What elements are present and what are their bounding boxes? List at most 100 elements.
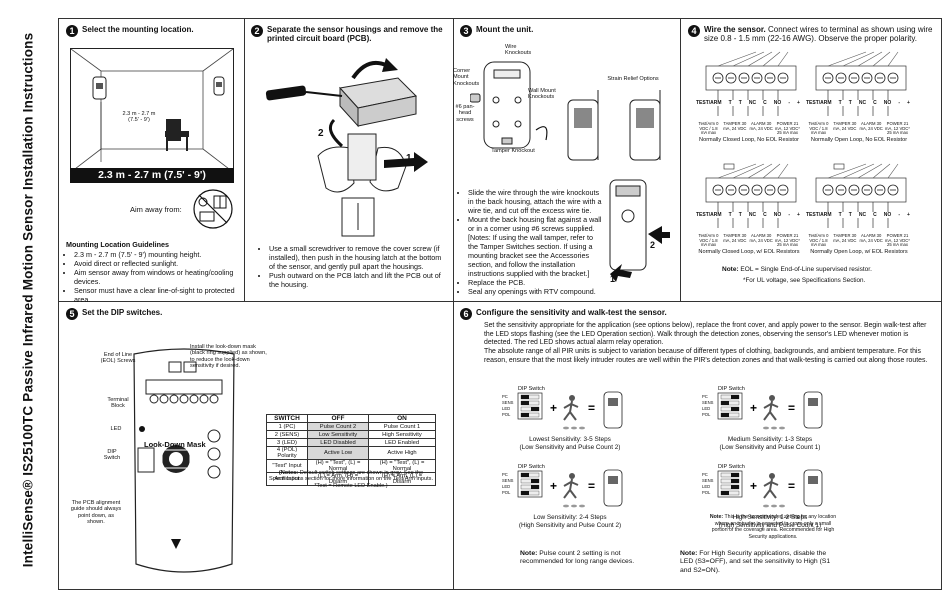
step-title: Set the DIP switches. [82, 308, 163, 317]
dip-row-label: PC [702, 394, 708, 399]
resistor-icon [833, 163, 845, 170]
sensor-icon [213, 76, 225, 96]
step-number: 1 [66, 25, 78, 37]
sensor-icon [803, 391, 823, 429]
terminal-label: T [838, 212, 842, 218]
step-2-bullets: Use a small screwdriver to remove the co… [261, 244, 448, 289]
dip-label: DIP Switch [103, 449, 121, 462]
terminal-label: NC [748, 212, 757, 218]
dip-toggle [731, 473, 739, 477]
terminal-rating: Test/Arm 0 VDC / 1.8 mA max [808, 233, 829, 248]
chair-icon [165, 119, 189, 151]
guideline-item: Avoid direct or reflected sunlight. [74, 259, 244, 268]
back-housing-icon [483, 61, 531, 149]
sensor-icon [603, 391, 623, 429]
terminal-label: T [738, 100, 742, 106]
note-label: Note: [680, 550, 698, 557]
sensitivity-caption: Lowest Sensitivity: 3-5 Steps(Low Sensit… [500, 436, 640, 451]
terminal-block [145, 379, 223, 395]
table-cell: Active Low [307, 446, 369, 460]
table-header: OFF [307, 414, 369, 423]
pcb-diagram [133, 348, 235, 573]
pcb-icon [609, 179, 647, 271]
dip-row-label: POL [502, 412, 511, 417]
bullet-item: Push outward on the PCB latch and lift t… [269, 271, 448, 289]
caption-line: (High Sensitivity and Pulse Count 2) [518, 521, 622, 529]
caption-line: (Low Sensitivity and Pulse Count 1) [719, 443, 821, 451]
step-1-heading: 1 Select the mounting location. [66, 25, 241, 37]
dip-toggle [731, 485, 739, 489]
dip-row-label: SENS [502, 478, 514, 483]
table-cell: Pulse Count 2 [307, 422, 369, 431]
arrow-icon [351, 58, 398, 80]
table-cell: 4 (POL) Polarity [266, 446, 308, 460]
dip-toggle [531, 485, 539, 489]
plus-icon: + [550, 479, 557, 493]
terminal-rating: Test/Arm 0 VDC / 1.8 mA max [698, 121, 719, 136]
table-cell: High Sensitivity [368, 430, 436, 439]
callout-2: 2 [650, 240, 656, 250]
equals-icon: = [588, 401, 595, 415]
dip-toggle [721, 401, 729, 405]
corner-mount-label: Corner Mount Knockouts [453, 68, 480, 87]
terminal-label: NC [858, 100, 867, 106]
step-title-rest: Connect wires to terminal as shown using… [704, 25, 933, 43]
walking-person-icon [563, 473, 579, 499]
divider [244, 18, 245, 301]
screw-icon [470, 93, 481, 103]
pcb-replace-illustration [609, 179, 670, 282]
window-icon [213, 195, 227, 209]
pcb-alignment-note: The PCB alignment guide should always po… [70, 500, 122, 526]
tamper-knockout-label: Tamper Knockout [491, 148, 535, 154]
walking-person-icon [763, 395, 779, 421]
sensitivity-graphic: += [517, 469, 623, 508]
terminal-label: C [873, 212, 877, 218]
terminal-label: + [797, 100, 800, 106]
step-title: Select the mounting location. [82, 25, 194, 34]
document-title: IntelliSense® IS25100TC Passive Infrared… [20, 32, 36, 568]
footsteps-icon [763, 426, 785, 430]
terminal-rating: Test/Arm 0 VDC / 1.8 mA max [808, 121, 829, 136]
heater-icon [199, 211, 215, 222]
pulse-count-note: Note: Pulse count 2 setting is not recom… [520, 550, 640, 567]
terminal-label: NO [773, 100, 782, 106]
screws-label: #6 pan-head screws [455, 104, 475, 123]
terminal-rating: ALARM 30 mA, 24 VDC [749, 121, 773, 131]
terminal-label: - [788, 100, 790, 106]
arrow-icon [610, 264, 632, 282]
step-2-heading: 2 Separate the sensor housings and remov… [251, 25, 447, 43]
caption-line: (Low Sensitivity and Pulse Count 2) [519, 443, 621, 451]
table-cell: (H) = Arm, (L) = Disarm [368, 472, 436, 486]
panel-frame [58, 18, 942, 590]
wiring-schematic [815, 163, 907, 228]
dip-toggle [721, 413, 729, 417]
terminal-label: TEST/ARM [806, 100, 832, 106]
table-cell: 3 (LED) [266, 438, 308, 447]
terminal-label: TEST/ARM [696, 212, 722, 218]
sensor-mounted-icon [567, 90, 661, 161]
dip-switch-icon [137, 447, 155, 473]
sensor-icon [603, 469, 623, 507]
terminal-screws [149, 394, 219, 404]
step-title: Separate the sensor housings and remove … [267, 25, 443, 43]
hands-icon [317, 133, 407, 237]
step-title: Mount the unit. [476, 25, 534, 34]
terminal-label: C [763, 212, 767, 218]
terminal-label: C [873, 100, 877, 106]
step-4-heading: 4 Wire the sensor. Connect wires to term… [688, 25, 938, 43]
dip-toggle [521, 395, 529, 399]
strain-relief-label: Strain Relief Options [607, 76, 659, 82]
dip-row-label: POL [702, 412, 711, 417]
height-label: 2.3 m - 2.7 m (7.5' - 9') [119, 111, 159, 124]
dip-toggle [731, 395, 739, 399]
